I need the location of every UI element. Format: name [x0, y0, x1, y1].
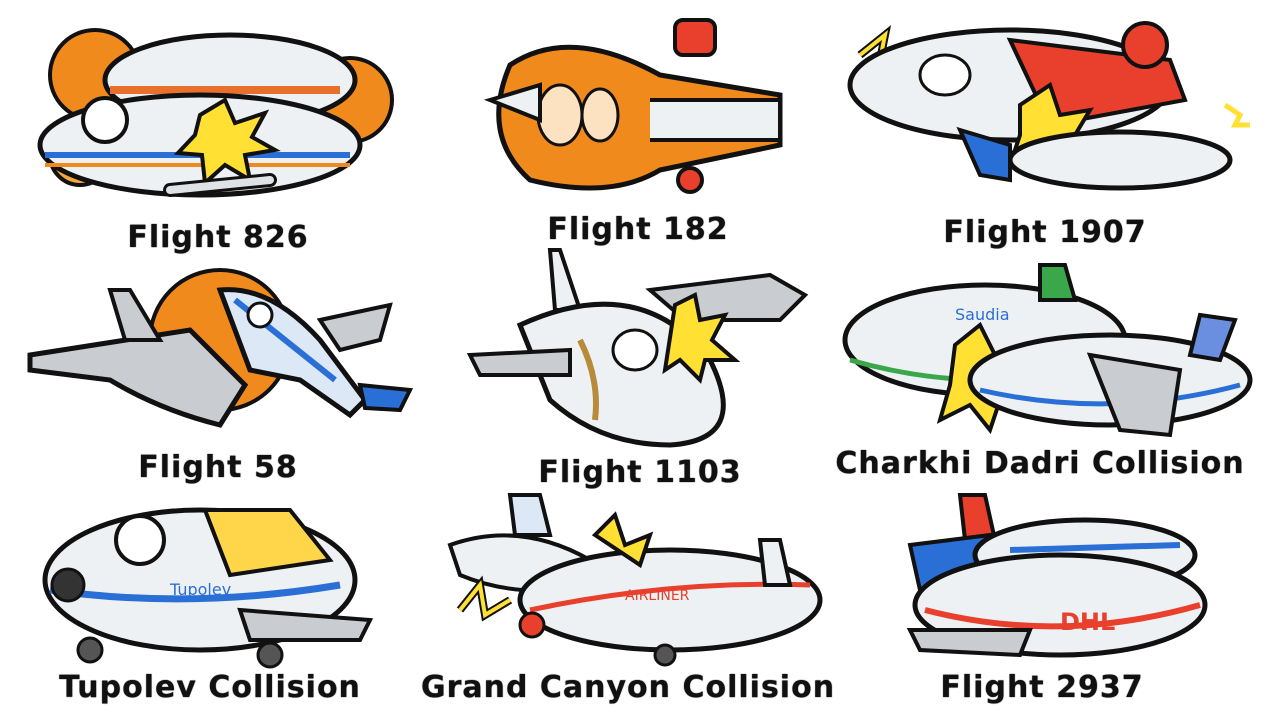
- panel-caption: Flight 58: [138, 450, 298, 485]
- panel-grand-canyon: AIRLINER Grand Canyon Collision: [420, 490, 840, 705]
- panel-caption: Tupolev Collision: [59, 670, 361, 705]
- collision-explosion-icon: [37, 28, 394, 198]
- panel-caption: Charkhi Dadri Collision: [835, 446, 1245, 481]
- panel-caption: Flight 182: [547, 212, 729, 247]
- panel-tupolev: Tupolev Tupolev Collision: [30, 490, 400, 705]
- panel-caption: Flight 1907: [943, 215, 1147, 250]
- midair-collision-icon: DHL: [906, 493, 1208, 658]
- fuselage-label: Saudia: [955, 305, 1010, 324]
- exploding-plane-icon: [27, 268, 414, 428]
- panel-caption: Flight 1103: [538, 455, 742, 490]
- panel-flight-58: Flight 58: [20, 260, 420, 485]
- fuselage-label: AIRLINER: [625, 588, 690, 604]
- panel-flight-182: Flight 182: [450, 5, 830, 247]
- fighter-attack-icon: [466, 248, 809, 448]
- panel-caption: Flight 826: [127, 220, 309, 255]
- midair-collision-icon: Saudia: [842, 263, 1253, 438]
- panel-charkhi-dadri: Saudia Charkhi Dadri Collision: [835, 260, 1260, 481]
- fuselage-label: DHL: [1060, 608, 1115, 636]
- fuselage-label: Tupolev: [169, 580, 231, 599]
- panel-flight-1907: Flight 1907: [840, 5, 1260, 250]
- panel-caption: Flight 2937: [940, 670, 1144, 705]
- midair-collision-icon: AIRLINER: [447, 493, 823, 667]
- panel-caption: Grand Canyon Collision: [420, 670, 836, 705]
- burning-plane-icon: [483, 18, 783, 194]
- panel-flight-1103: Flight 1103: [460, 248, 830, 490]
- midair-collision-icon: [847, 21, 1250, 191]
- burning-plane-icon: Tupolev: [42, 507, 374, 669]
- panel-flight-826: Flight 826: [20, 5, 410, 255]
- panel-flight-2937: DHL Flight 2937: [880, 490, 1220, 705]
